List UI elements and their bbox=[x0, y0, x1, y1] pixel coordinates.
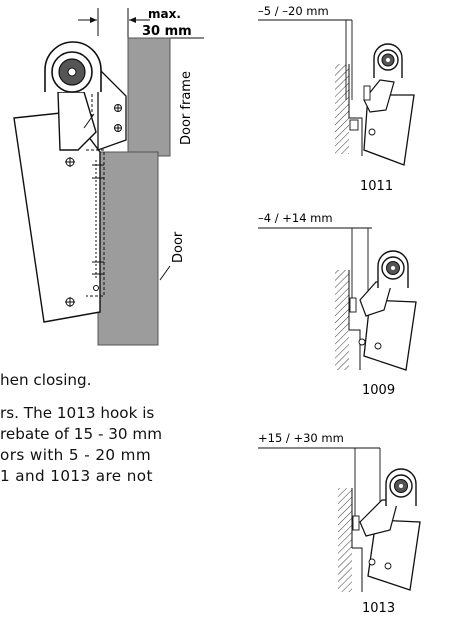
variant-1013-model: 1013 bbox=[362, 601, 395, 616]
hook-body bbox=[363, 299, 417, 371]
wall-hatch bbox=[335, 270, 349, 370]
wall-hatch bbox=[338, 488, 352, 592]
hook-body bbox=[367, 519, 421, 591]
text-line-5: 1 and 1013 are not bbox=[0, 467, 153, 485]
variant-1009-dimension: –4 / +14 mm bbox=[258, 211, 333, 225]
text-line-3: rebate of 15 - 30 mm bbox=[0, 425, 162, 443]
door-block bbox=[97, 151, 159, 346]
variant-1009-diagram: –4 / +14 mm 1009 bbox=[258, 211, 417, 398]
roller bbox=[373, 43, 403, 78]
hook-body bbox=[13, 111, 101, 323]
door-label: Door bbox=[171, 231, 186, 263]
wall-hatch bbox=[335, 64, 349, 154]
hook-body bbox=[363, 94, 415, 166]
roller bbox=[44, 41, 102, 93]
roller bbox=[385, 468, 417, 506]
text-line-1: hen closing. bbox=[0, 371, 92, 389]
roller bbox=[377, 250, 409, 288]
variant-1011-dimension: –5 / –20 mm bbox=[258, 4, 329, 18]
mounting-bracket-outline bbox=[86, 149, 105, 297]
variant-1013-dimension: +15 / +30 mm bbox=[258, 431, 344, 445]
variant-1013-diagram: +15 / +30 mm 1013 bbox=[258, 431, 421, 616]
door-frame-block bbox=[127, 37, 171, 157]
max-dimension-label-top: max. bbox=[148, 7, 181, 21]
variant-1009-model: 1009 bbox=[362, 383, 395, 398]
variant-1011-model: 1011 bbox=[360, 179, 393, 194]
variant-1011-diagram: –5 / –20 mm 1011 bbox=[258, 4, 415, 194]
door-frame-label: Door frame bbox=[179, 71, 194, 145]
text-line-2: rs. The 1013 hook is bbox=[0, 404, 155, 422]
screws bbox=[65, 104, 122, 307]
main-door-stop-diagram: max. 30 mm Door frame Door bbox=[13, 7, 204, 346]
max-dimension-label-bottom: 30 mm bbox=[142, 24, 192, 39]
text-line-4: ors with 5 - 20 mm bbox=[0, 446, 152, 464]
